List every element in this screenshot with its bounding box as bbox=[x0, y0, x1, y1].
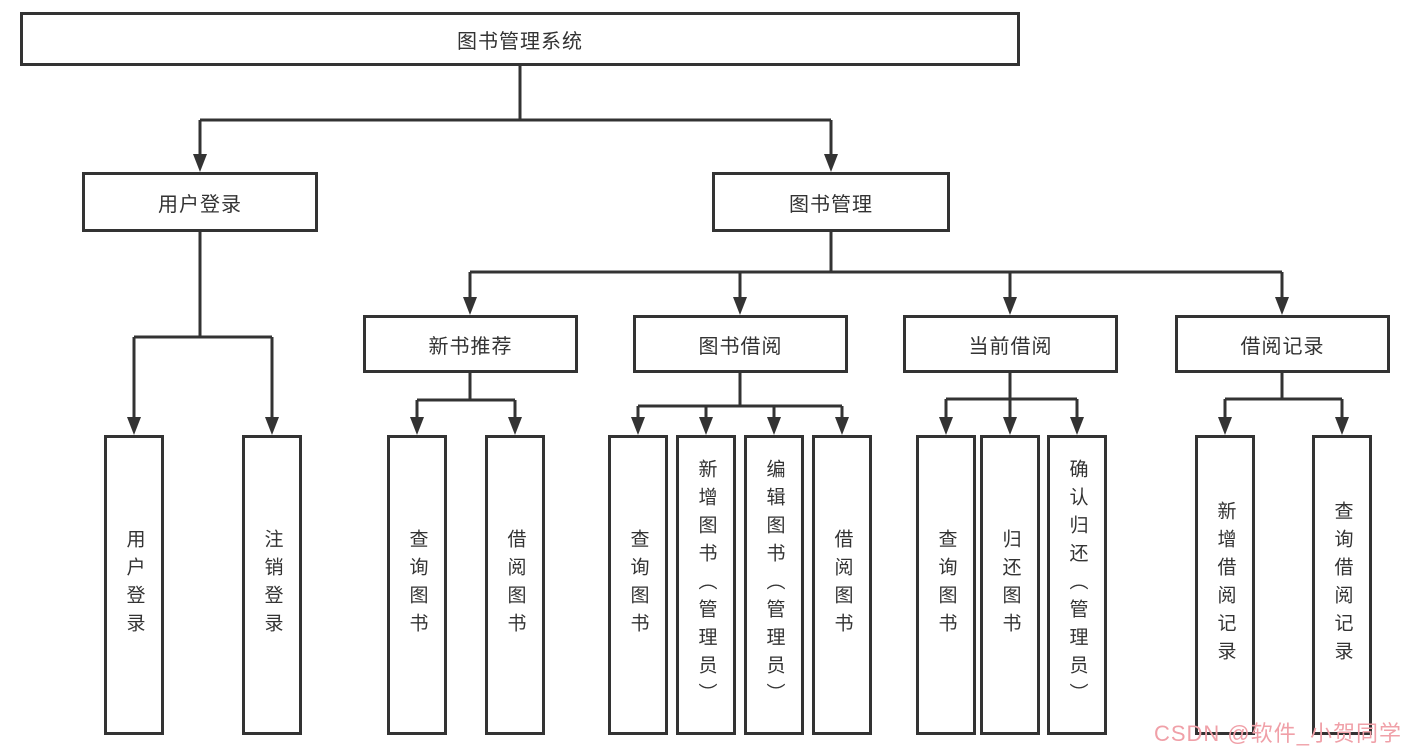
leaf-user-login: 用户登录 bbox=[104, 435, 164, 735]
node-root-system: 图书管理系统 bbox=[20, 12, 1020, 66]
leaf-borrow-borrow-books: 借阅图书 bbox=[812, 435, 872, 735]
leaf-newbook-query-books: 查询图书 bbox=[387, 435, 447, 735]
leaf-newbook-borrow-books: 借阅图书 bbox=[485, 435, 545, 735]
arrowheads bbox=[127, 154, 1349, 435]
leaf-borrow-query-books: 查询图书 bbox=[608, 435, 668, 735]
leaf-records-add-record: 新增借阅记录 bbox=[1195, 435, 1255, 735]
leaf-current-confirm-return-admin: 确认归还（管理员） bbox=[1047, 435, 1107, 735]
node-user-login: 用户登录 bbox=[82, 172, 318, 232]
leaf-current-query-books: 查询图书 bbox=[916, 435, 976, 735]
node-borrow-records: 借阅记录 bbox=[1175, 315, 1390, 373]
csdn-watermark: CSDN @软件_小贺同学 bbox=[1153, 721, 1402, 746]
node-new-book-recommend: 新书推荐 bbox=[363, 315, 578, 373]
leaf-borrow-add-books-admin: 新增图书（管理员） bbox=[676, 435, 736, 735]
node-current-borrow: 当前借阅 bbox=[903, 315, 1118, 373]
leaf-current-return-books: 归还图书 bbox=[980, 435, 1040, 735]
leaf-borrow-edit-books-admin: 编辑图书（管理员） bbox=[744, 435, 804, 735]
leaf-logout: 注销登录 bbox=[242, 435, 302, 735]
node-book-borrow: 图书借阅 bbox=[633, 315, 848, 373]
node-book-management: 图书管理 bbox=[712, 172, 950, 232]
leaf-records-query-record: 查询借阅记录 bbox=[1312, 435, 1372, 735]
